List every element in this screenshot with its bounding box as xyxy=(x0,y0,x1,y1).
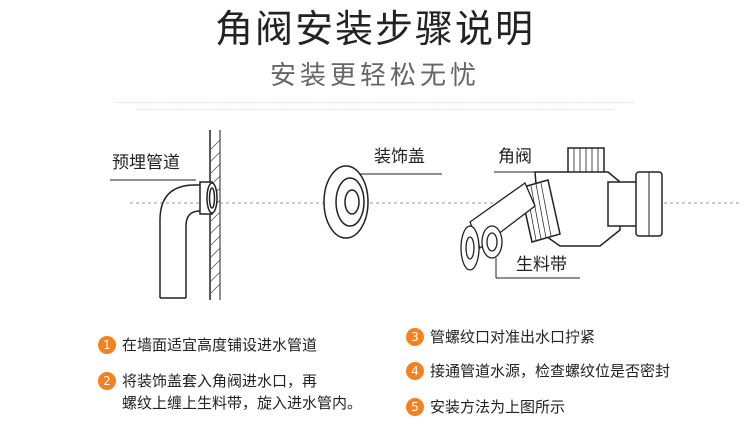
step-number-badge: 4 xyxy=(406,362,424,380)
label-decorative-cover: 装饰盖 xyxy=(374,147,425,167)
step-text: 管螺纹口对准出水口拧紧 xyxy=(430,328,596,346)
step-text: 安装方法为上图所示 xyxy=(430,398,566,416)
step-number-badge: 2 xyxy=(98,372,116,390)
step-text-line: 螺纹上缠上生料带，旋入进水管内。 xyxy=(122,394,363,412)
step-3: 3 管螺纹口对准出水口拧紧 xyxy=(406,326,595,348)
wall-illustration xyxy=(209,130,221,300)
step-text: 将装饰盖套入角阀进水口，再 螺纹上缠上生料带，旋入进水管内。 xyxy=(122,370,362,414)
label-embedded-pipe: 预埋管道 xyxy=(112,153,180,173)
label-thread-tape: 生料带 xyxy=(516,255,567,275)
step-text-line: 将装饰盖套入角阀进水口，再 xyxy=(122,372,318,390)
step-1: 1 在墙面适宜高度铺设进水管道 xyxy=(98,334,317,356)
embedded-pipe-illustration xyxy=(159,181,218,299)
step-number-badge: 3 xyxy=(406,328,424,346)
thread-tape-illustration xyxy=(460,182,536,271)
step-5: 5 安装方法为上图所示 xyxy=(406,396,565,418)
step-number-badge: 5 xyxy=(406,398,424,416)
decorative-cover-illustration xyxy=(323,165,369,239)
decorative-fine-text-line-1: ~~~~~~~~~~~~~~~~~~~~~~~~~~~~~~~~~~~~~~~~… xyxy=(115,100,635,105)
step-text: 接通管道水源，检查螺纹位是否密封 xyxy=(430,362,671,380)
step-2: 2 将装饰盖套入角阀进水口，再 螺纹上缠上生料带，旋入进水管内。 xyxy=(98,370,362,414)
step-text: 在墙面适宜高度铺设进水管道 xyxy=(122,336,318,354)
page-title: 角阀安装步骤说明 xyxy=(214,7,535,51)
step-4: 4 接通管道水源，检查螺纹位是否密封 xyxy=(406,360,670,382)
angle-valve-illustration xyxy=(534,147,663,247)
page-subtitle: 安装更轻松无忧 xyxy=(269,61,480,91)
step-number-badge: 1 xyxy=(98,336,116,354)
decorative-fine-text-line-2: ~~~~~~~~~~~~~~~~~~~~~~~~~~~~~~~~~~~~~~~~… xyxy=(136,107,614,112)
label-angle-valve: 角阀 xyxy=(498,147,532,167)
